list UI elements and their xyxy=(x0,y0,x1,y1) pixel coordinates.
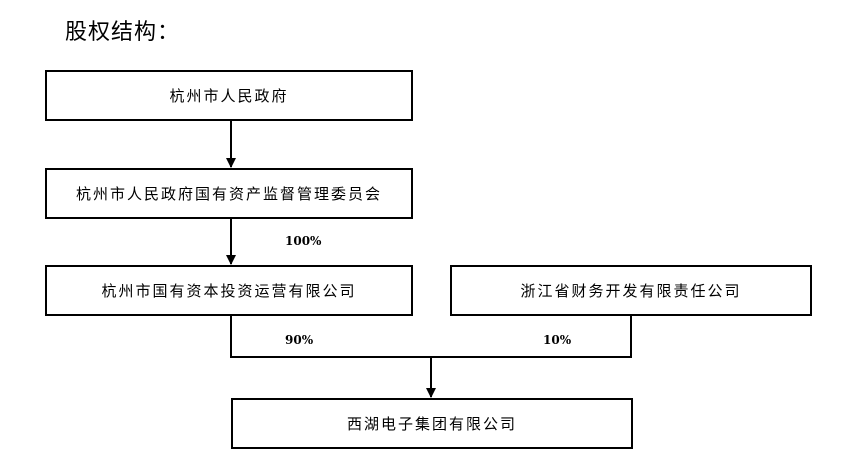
node-hangzhou-capital-investment: 杭州市国有资本投资运营有限公司 xyxy=(45,265,413,316)
page-title: 股权结构： xyxy=(65,20,181,45)
node-label: 杭州市人民政府国有资产监督管理委员会 xyxy=(75,185,382,203)
node-label: 杭州市人民政府 xyxy=(169,87,289,105)
ownership-percent-100: 100% xyxy=(285,234,322,248)
node-label: 杭州市国有资本投资运营有限公司 xyxy=(101,282,357,300)
ownership-percent-90: 90% xyxy=(285,333,314,347)
node-hangzhou-sasac: 杭州市人民政府国有资产监督管理委员会 xyxy=(45,168,413,219)
node-hangzhou-government: 杭州市人民政府 xyxy=(45,70,413,121)
node-xihu-electronics-group: 西湖电子集团有限公司 xyxy=(231,398,633,449)
node-label: 浙江省财务开发有限责任公司 xyxy=(520,282,742,300)
node-zhejiang-finance-development: 浙江省财务开发有限责任公司 xyxy=(450,265,812,316)
ownership-percent-10: 10% xyxy=(543,333,572,347)
node-label: 西湖电子集团有限公司 xyxy=(346,415,517,433)
